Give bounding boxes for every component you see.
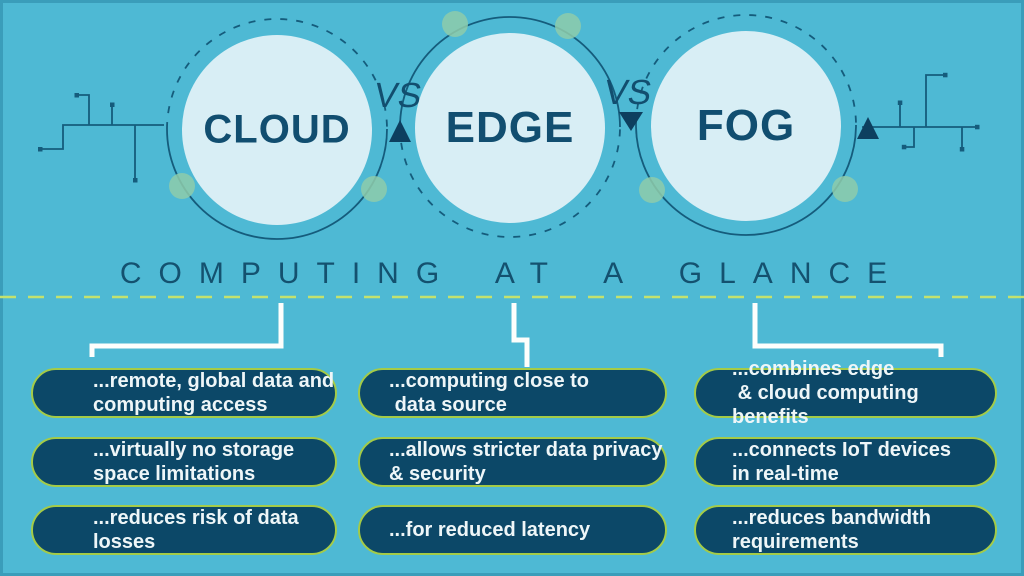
fog-benefit-box-1: ...combines edge & cloud computing benef… [694,358,997,428]
edge-ring-solid-arc [399,16,621,128]
vs-label: VS [601,73,655,112]
edge-circle [415,33,605,223]
edge-benefit-text-3: ...for reduced latency [389,519,591,541]
fog-ring-solid-arc [635,124,857,236]
fog-ring-dashed-arc [635,14,857,126]
circuit-trace-right-icon [862,72,980,152]
cloud-title: CLOUD [203,107,351,152]
fog-benefit-text-3: ...reduces bandwidth requirements [732,507,931,553]
cloud-benefit-box-2: ...virtually no storage space limitation… [31,437,337,487]
bracket-connector-fog [752,303,944,357]
bracket-connector-cloud [89,303,284,357]
edge-benefit-box-3: ...for reduced latency [358,505,667,555]
cloud-benefit-box-1: ...remote, global data and computing acc… [31,368,337,418]
fog-benefit-text-2: ...connects IoT devices in real-time [732,439,951,485]
edge-ring-dashed-arc [399,126,621,238]
arrow-up-icon [389,120,411,142]
fog-benefit-box-2: ...connects IoT devices in real-time [694,437,997,487]
cloud-circle [182,35,372,225]
edge-title: EDGE [445,103,575,152]
cloud-benefit-text-3: ...reduces risk of data losses [93,507,305,553]
page-title: COMPUTING AT A GLANCE [119,257,905,290]
circuit-trace-left-icon [38,93,164,183]
cloud-benefit-text-2: ...virtually no storage space limitation… [93,439,295,485]
node-dot-icon [169,11,858,203]
fog-circle [651,31,841,221]
edge-benefit-box-2: ...allows stricter data privacy & securi… [358,437,667,487]
fog-benefit-text-1: ...combines edge & cloud computing benef… [732,358,919,428]
cloud-benefit-text-1: ...remote, global data and computing acc… [93,370,335,416]
edge-benefit-text-1: ...computing close to data source [389,370,590,416]
arrow-up-icon [857,117,879,139]
fog-benefit-box-3: ...reduces bandwidth requirements [694,505,997,555]
cloud-ring-dashed-arc [166,18,388,130]
cloud-benefit-box-3: ...reduces risk of data losses [31,505,337,555]
edge-benefit-text-2: ...allows stricter data privacy & securi… [389,439,663,485]
edge-benefit-box-1: ...computing close to data source [358,368,667,418]
vs-label: VS [371,76,425,115]
arrow-down-icon [619,112,643,131]
bracket-connector-edge [511,303,530,367]
fog-title: FOG [696,101,796,150]
